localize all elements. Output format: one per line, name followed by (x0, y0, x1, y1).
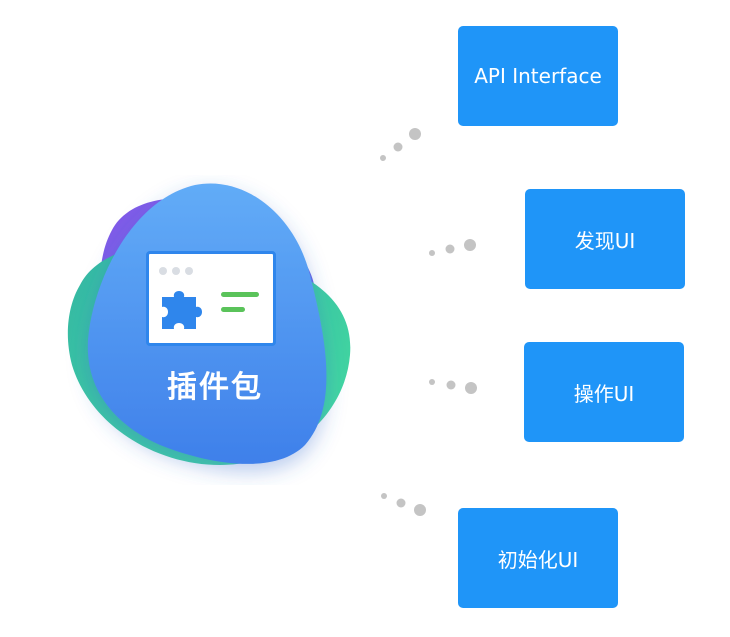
connector-dot (396, 498, 406, 508)
connector-dot (465, 382, 477, 394)
window-dot (172, 267, 180, 275)
window-dot (159, 267, 167, 275)
node-label: API Interface (474, 64, 602, 88)
connector-dot (446, 380, 456, 390)
connector-dot (381, 493, 387, 499)
window-dot (185, 267, 193, 275)
puzzle-icon (162, 291, 202, 329)
node-label: 操作UI (573, 381, 635, 406)
plugin-package-label: 插件包 (167, 370, 263, 405)
connector-dot (429, 379, 435, 385)
node-label: 发现UI (574, 228, 636, 253)
init-ui-box: 初始化UI (458, 508, 618, 608)
connector-dot (380, 155, 386, 161)
discover-ui-box: 发现UI (525, 189, 685, 289)
operate-ui-box: 操作UI (524, 342, 684, 442)
window-text-line (221, 307, 245, 312)
connector-dot (445, 244, 455, 254)
connector-dot (414, 504, 426, 516)
node-label: 初始化UI (497, 547, 579, 572)
connector-dot (393, 142, 403, 152)
connector-dot (464, 239, 476, 251)
window-text-line (221, 292, 259, 297)
connector-dot (409, 128, 421, 140)
plugin-window-icon (146, 251, 276, 346)
connector-dot (429, 250, 435, 256)
api-interface-box: API Interface (458, 26, 618, 126)
